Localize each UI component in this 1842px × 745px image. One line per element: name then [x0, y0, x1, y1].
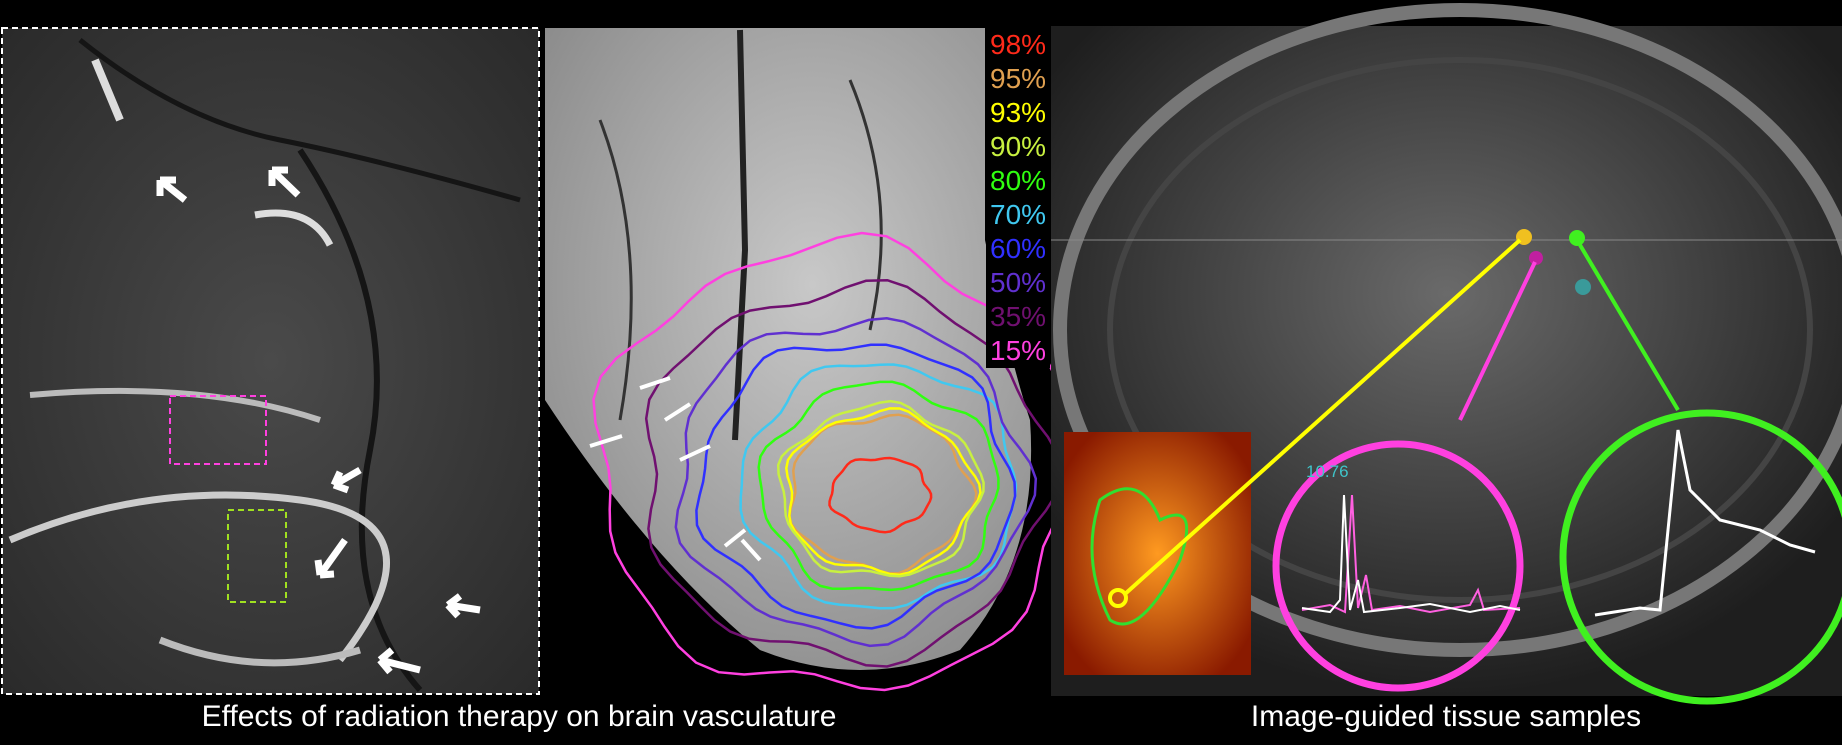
green-pointer-arrow	[1578, 243, 1680, 412]
isodose-legend: 98%95%93%90%80%70%60%50%35%15%	[986, 28, 1051, 368]
isodose-contour	[644, 278, 1063, 668]
left-vasculature-panel	[1, 27, 540, 695]
isodose-contour	[592, 231, 1089, 692]
legend-item: 90%	[990, 131, 1047, 162]
spectrum-value-label: 10.76	[1306, 462, 1349, 481]
legend-item: 80%	[990, 165, 1047, 196]
legend-item: 15%	[990, 335, 1047, 366]
magenta-pointer-arrow	[1458, 261, 1537, 421]
green-roi-box	[227, 509, 287, 603]
right-caption: Image-guided tissue samples	[1250, 700, 1642, 733]
arrow-markers	[156, 166, 481, 675]
yellow-pointer-arrow	[1123, 238, 1522, 596]
right-3d-brain-panel	[1051, 3, 1842, 705]
green-spectrum-circle	[1559, 409, 1842, 705]
left-caption: Effects of radiation therapy on brain va…	[201, 700, 837, 733]
legend-item: 93%	[990, 97, 1047, 128]
isodose-contour	[788, 413, 978, 575]
legend-item: 95%	[990, 63, 1047, 94]
magenta-spectrum-circle	[1272, 440, 1524, 692]
legend-item: 35%	[990, 301, 1047, 332]
legend-item: 70%	[990, 199, 1047, 230]
isodose-contour	[785, 407, 982, 577]
isodose-contour	[828, 456, 933, 534]
isodose-contour	[757, 380, 1000, 592]
isodose-contours	[592, 231, 1089, 692]
middle-dose-panel	[545, 28, 1089, 692]
green-sample-marker	[1569, 230, 1585, 246]
magenta-spectrum	[1301, 494, 1521, 614]
perfusion-inset	[1064, 432, 1251, 675]
isodose-contour	[674, 317, 1038, 648]
white-spectrum	[1301, 494, 1521, 614]
legend-item: 60%	[990, 233, 1047, 264]
isodose-contour	[695, 343, 1017, 630]
magenta-sample-marker	[1529, 251, 1543, 265]
magenta-roi-box	[169, 395, 267, 465]
legend-item: 98%	[990, 29, 1047, 60]
isodose-contour	[776, 399, 985, 578]
green-spectrum	[1594, 429, 1816, 617]
legend-item: 50%	[990, 267, 1047, 298]
isodose-contour	[739, 363, 1018, 610]
